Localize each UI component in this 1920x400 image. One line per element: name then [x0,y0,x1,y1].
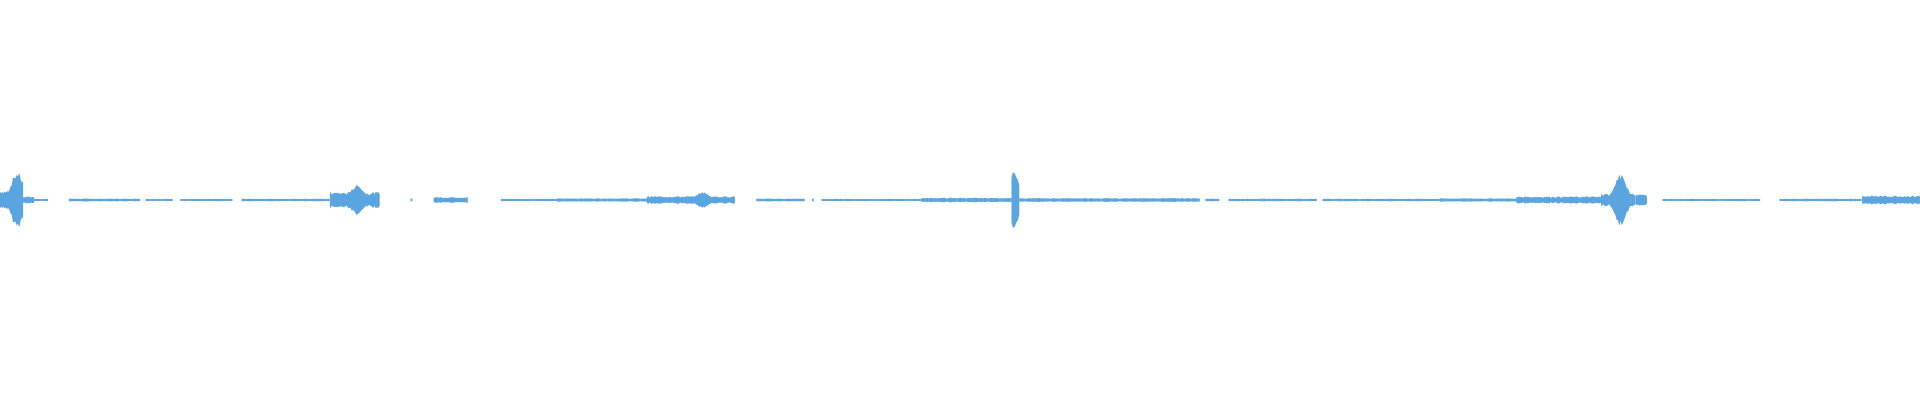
waveform-segment [1228,198,1317,202]
waveform-segment [68,198,141,202]
waveform-segment [1205,198,1220,202]
waveform-segment [756,198,805,202]
waveform-segment [1439,198,1518,202]
waveform-segment [34,198,49,202]
waveform-segment [921,197,1012,203]
waveform-segment [145,198,173,202]
waveform-segment [241,198,330,202]
waveform-segment [1662,198,1761,202]
waveform-segment [1144,197,1200,203]
waveform-segment [1516,196,1602,204]
waveform-segment [1601,174,1636,226]
waveform-segment [1046,198,1144,202]
waveform-segments [0,172,1920,228]
waveform-segment [410,198,413,202]
waveform-segment [180,198,233,202]
waveform-segment [1862,195,1920,205]
waveform-segment [0,173,24,227]
waveform-segment [646,192,735,208]
waveform-segment [1019,197,1047,203]
waveform-segment [1011,172,1020,228]
waveform-segment [1322,198,1440,202]
waveform-segment [821,198,922,202]
waveform-segment [433,196,468,204]
waveform-segment [556,198,648,202]
waveform-segment [1779,198,1862,202]
waveform-segment [22,196,35,204]
waveform-segment [329,184,380,216]
waveform-segment [1635,194,1647,206]
waveform-segment [500,198,557,202]
waveform-segment [811,198,814,202]
